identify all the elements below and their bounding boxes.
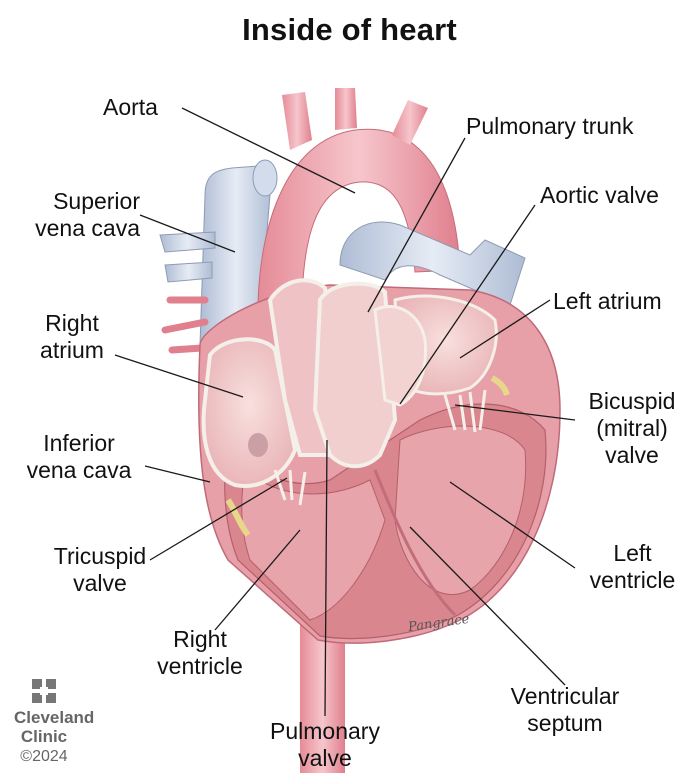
leader-right-ventricle bbox=[215, 530, 300, 630]
leader-left-atrium bbox=[460, 300, 550, 358]
leader-left-ventricle bbox=[450, 482, 575, 568]
label-pulmonary-trunk: Pulmonary trunk bbox=[466, 113, 633, 140]
copyright-text: ©2024 bbox=[14, 746, 74, 768]
cleveland-clinic-cross-icon bbox=[31, 678, 57, 704]
logo-text-clinic: Clinic bbox=[14, 727, 74, 746]
logo-text-cleveland: Cleveland bbox=[14, 708, 74, 727]
label-bicuspid-valve: Bicuspid(mitral)valve bbox=[572, 388, 692, 469]
leader-pulmonary-valve bbox=[325, 440, 327, 716]
leader-bicuspid-valve bbox=[455, 405, 575, 420]
leader-right-atrium bbox=[115, 355, 243, 397]
leader-aortic-valve bbox=[400, 205, 535, 404]
leader-superior-vena-cava bbox=[140, 215, 235, 252]
cleveland-clinic-logo: Cleveland Clinic ©2024 bbox=[14, 678, 74, 768]
label-aortic-valve: Aortic valve bbox=[540, 182, 659, 209]
leader-inferior-vena-cava bbox=[145, 466, 210, 482]
leader-tricuspid-valve bbox=[150, 478, 287, 560]
leader-aorta bbox=[182, 108, 355, 193]
label-left-atrium: Left atrium bbox=[553, 288, 662, 315]
leader-pulmonary-trunk bbox=[368, 138, 465, 312]
label-aorta: Aorta bbox=[103, 94, 158, 121]
leader-ventricular-septum bbox=[410, 527, 565, 685]
